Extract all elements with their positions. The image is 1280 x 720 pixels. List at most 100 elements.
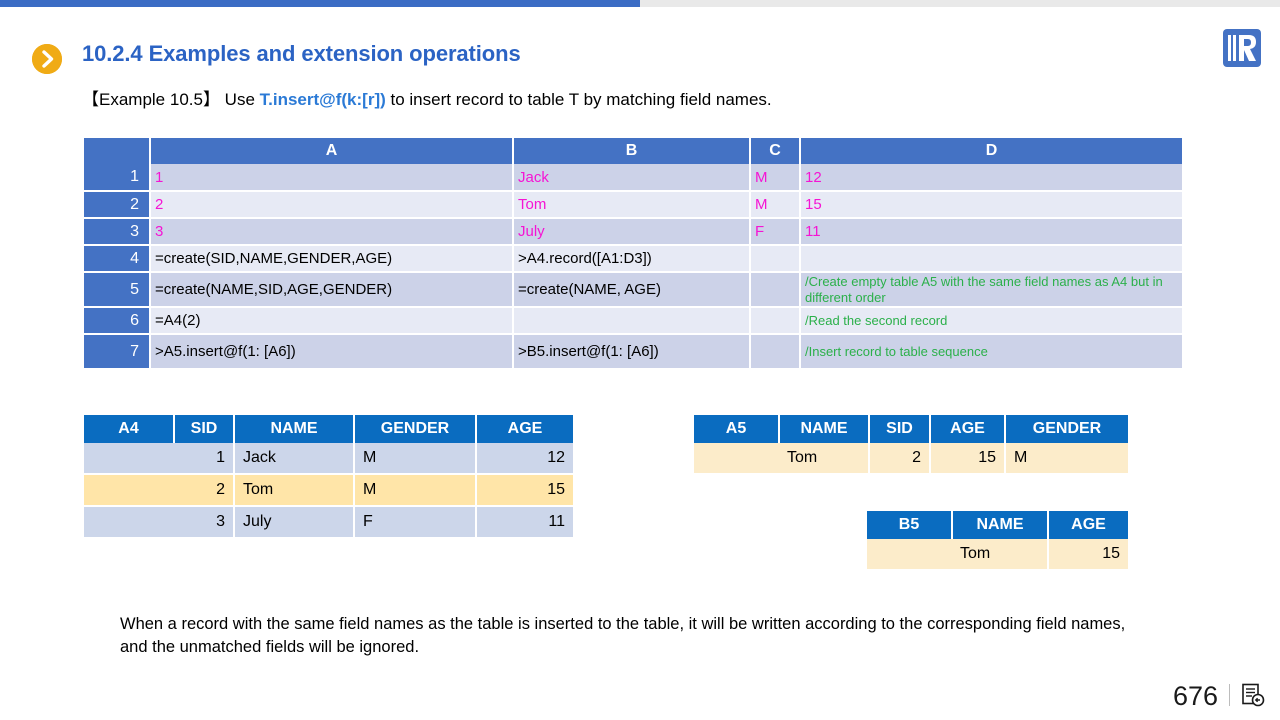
sheet-cell-D6[interactable]: /Read the second record [800,307,1182,336]
document-back-icon[interactable] [1240,682,1266,708]
sheet-row: 5=create(NAME,SID,AGE,GENDER)=create(NAM… [84,272,1182,309]
row-label-spacer [84,474,174,507]
table-cell: July [234,506,355,539]
sheet-col-header-d[interactable]: D [800,138,1182,164]
table-cell: 12 [476,443,573,475]
progress-bar-fill [0,0,640,7]
sheet-cell-B4[interactable]: >A4.record([A1:D3]) [513,245,751,273]
table-cell: 15 [1048,539,1128,571]
sheet-cell-C3[interactable]: F [750,218,801,246]
progress-bar-track [0,0,1280,7]
sheet-cell-C5[interactable] [750,272,801,309]
table-cell: 2 [174,474,235,507]
sheet-row-number[interactable]: 2 [84,191,151,219]
sheet-row-number[interactable]: 5 [84,272,151,309]
example-suffix: to insert record to table T by matching … [385,90,772,109]
example-code: T.insert@f(k:[r]) [259,90,386,109]
table-cell: M [354,443,477,475]
row-label-spacer [84,443,174,475]
sheet-col-header-c[interactable]: C [750,138,801,164]
sheet-cell-C6[interactable] [750,307,801,336]
sheet-cell-B5[interactable]: =create(NAME, AGE) [513,272,751,309]
sheet-cell-A4[interactable]: =create(SID,NAME,GENDER,AGE) [150,245,514,273]
table-cell: 15 [476,474,573,507]
footer-divider [1229,684,1230,706]
sheet-cell-D5[interactable]: /Create empty table A5 with the same fie… [800,272,1182,309]
row-label-spacer [867,539,952,571]
sheet-cell-D3[interactable]: 11 [800,218,1182,246]
sheet-cell-A6[interactable]: =A4(2) [150,307,514,336]
sheet-row-number[interactable]: 7 [84,334,151,371]
row-label-spacer [694,443,779,475]
sheet-cell-D2[interactable]: 15 [800,191,1182,219]
sheet-cell-B2[interactable]: Tom [513,191,751,219]
table-cell: 11 [476,506,573,539]
sheet-cell-A1[interactable]: 1 [150,164,514,192]
a4-col-age: AGE [476,415,573,443]
sheet-row: 7>A5.insert@f(1: [A6])>B5.insert@f(1: [A… [84,334,1182,371]
table-cell: 2 [869,443,931,475]
sheet-cell-B7[interactable]: >B5.insert@f(1: [A6]) [513,334,751,371]
sheet-cell-C7[interactable] [750,334,801,371]
sheet-cell-D1[interactable]: 12 [800,164,1182,192]
table-cell: M [1005,443,1128,475]
sheet-col-header-a[interactable]: A [150,138,514,164]
b5-col-name: NAME [952,511,1049,539]
sheet-row: 6=A4(2) /Read the second record [84,307,1182,336]
sheet-header-row: A B C D [84,138,1182,164]
sheet-cell-A5[interactable]: =create(NAME,SID,AGE,GENDER) [150,272,514,309]
chevron-right-icon [32,44,62,74]
sheet-row-number[interactable]: 1 [84,164,151,192]
table-cell: Jack [234,443,355,475]
table-cell: 1 [174,443,235,475]
sheet-row-number[interactable]: 4 [84,245,151,273]
table-cell: Tom [779,443,870,475]
table-cell: 15 [930,443,1006,475]
a4-col-sid: SID [174,415,235,443]
sheet-row-number[interactable]: 3 [84,218,151,246]
table-cell: Tom [952,539,1049,571]
sheet-cell-D7[interactable]: /Insert record to table sequence [800,334,1182,371]
a5-col-age: AGE [930,415,1006,443]
sheet-row-number[interactable]: 6 [84,307,151,336]
example-line: 【Example 10.5】 Use T.insert@f(k:[r]) to … [82,85,772,110]
sheet-col-header-b[interactable]: B [513,138,751,164]
b5-label: B5 [867,511,953,539]
a5-header-row: A5 NAME SID AGE GENDER [694,415,1128,443]
sheet-cell-C2[interactable]: M [750,191,801,219]
table-cell: Tom [234,474,355,507]
page-title: 10.2.4 Examples and extension operations [82,41,521,66]
sheet-cell-C4[interactable] [750,245,801,273]
raqsoft-logo [1220,26,1264,70]
a5-col-gender: GENDER [1005,415,1128,443]
sheet-cell-A3[interactable]: 3 [150,218,514,246]
row-label-spacer [84,506,174,539]
sheet-cell-C1[interactable]: M [750,164,801,192]
sheet-cell-D4[interactable] [800,245,1182,273]
a4-col-name: NAME [234,415,355,443]
sheet-cell-A2[interactable]: 2 [150,191,514,219]
sheet-cell-A7[interactable]: >A5.insert@f(1: [A6]) [150,334,514,371]
example-prefix: 【Example 10.5】 Use [82,90,260,109]
sheet-cell-B3[interactable]: July [513,218,751,246]
sheet-cell-B6[interactable] [513,307,751,336]
a5-col-sid: SID [869,415,931,443]
sheet-row: 4=create(SID,NAME,GENDER,AGE)>A4.record(… [84,245,1182,273]
explanation-note: When a record with the same field names … [120,615,1126,657]
page-number: 676 [1172,681,1218,711]
sheet-cell-B1[interactable]: Jack [513,164,751,192]
a4-col-gender: GENDER [354,415,477,443]
table-cell: M [354,474,477,507]
sheet-col-header-rownum[interactable] [84,138,151,164]
